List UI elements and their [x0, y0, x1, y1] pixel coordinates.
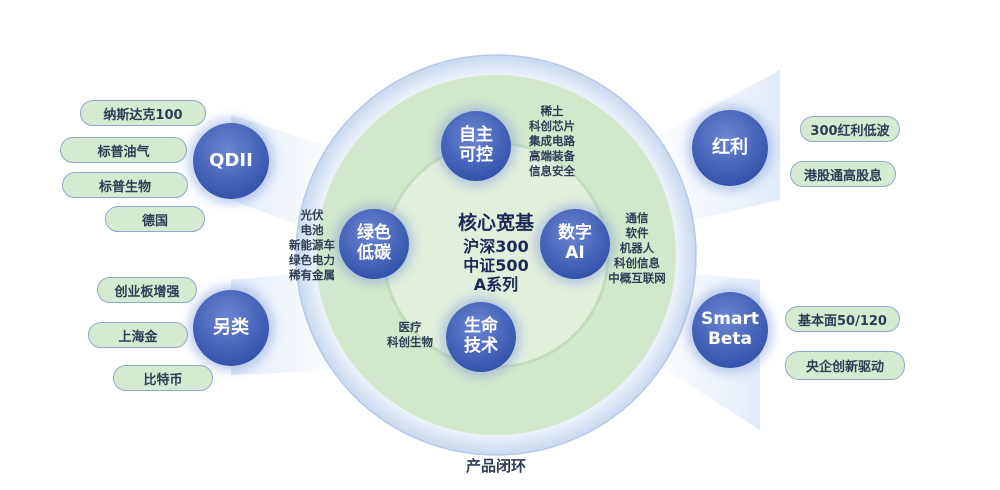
pill-chinext-enhanced[interactable]: 创业板增强 — [97, 277, 197, 303]
pill-sp-oil-gas[interactable]: 标普油气 — [60, 137, 187, 163]
tag: 科创芯片 — [529, 119, 575, 133]
pill-shanghai-gold[interactable]: 上海金 — [88, 322, 188, 348]
tag: 中概互联网 — [608, 271, 666, 285]
tag: 高端装备 — [529, 149, 575, 163]
node-qdii[interactable]: QDII — [193, 123, 269, 199]
core-line: A系列 — [473, 275, 519, 294]
tag: 绿色电力 — [289, 253, 335, 267]
core-title: 核心宽基 — [457, 212, 534, 234]
footer-label: 产品闭环 — [465, 457, 526, 475]
tag: 集成电路 — [529, 134, 575, 148]
tag: 科创信息 — [614, 256, 660, 270]
node-autonomous-control[interactable]: 自主 可控 — [441, 111, 511, 181]
tags-life-tech: 医疗科创生物 — [382, 320, 438, 350]
node-alternative[interactable]: 另类 — [193, 290, 269, 366]
tag: 通信 — [625, 211, 649, 225]
tag: 软件 — [625, 226, 649, 240]
tag: 稀有金属 — [289, 268, 335, 282]
pill-300-dividend-lowvol[interactable]: 300红利低波 — [800, 116, 900, 142]
tag: 新能源车 — [289, 238, 335, 252]
tag: 稀土 — [540, 104, 564, 118]
pill-soe-innovation[interactable]: 央企创新驱动 — [785, 351, 905, 380]
node-dividend[interactable]: 红利 — [692, 110, 768, 186]
pill-nasdaq100[interactable]: 纳斯达克100 — [80, 100, 206, 126]
tags-autonomous-control: 稀土科创芯片集成电路高端装备信息安全 — [524, 104, 580, 179]
tag: 科创生物 — [387, 335, 433, 349]
node-smart-beta[interactable]: Smart Beta — [692, 292, 768, 368]
core-line: 中证500 — [463, 256, 529, 275]
tag: 机器人 — [619, 241, 655, 255]
tags-digital-ai: 通信软件机器人科创信息中概互联网 — [604, 211, 670, 286]
pill-germany[interactable]: 德国 — [105, 206, 205, 232]
core-broad-base: 核心宽基 沪深300 中证500 A系列 — [426, 208, 566, 294]
pill-sp-biotech[interactable]: 标普生物 — [62, 172, 188, 198]
pill-bitcoin[interactable]: 比特币 — [113, 365, 213, 391]
tag: 电池 — [300, 223, 324, 237]
pill-hk-high-dividend[interactable]: 港股通高股息 — [790, 161, 896, 187]
node-digital-ai[interactable]: 数字 AI — [540, 209, 610, 279]
pill-fundamental-50-120[interactable]: 基本面50/120 — [785, 306, 900, 332]
tag: 医疗 — [398, 320, 422, 334]
tag: 信息安全 — [529, 164, 575, 178]
tags-green-low-carbon: 光伏电池新能源车绿色电力稀有金属 — [282, 208, 342, 283]
node-life-tech[interactable]: 生命 技术 — [446, 302, 516, 372]
tag: 光伏 — [300, 208, 324, 222]
core-line: 沪深300 — [463, 237, 529, 256]
node-green-low-carbon[interactable]: 绿色 低碳 — [339, 209, 409, 279]
